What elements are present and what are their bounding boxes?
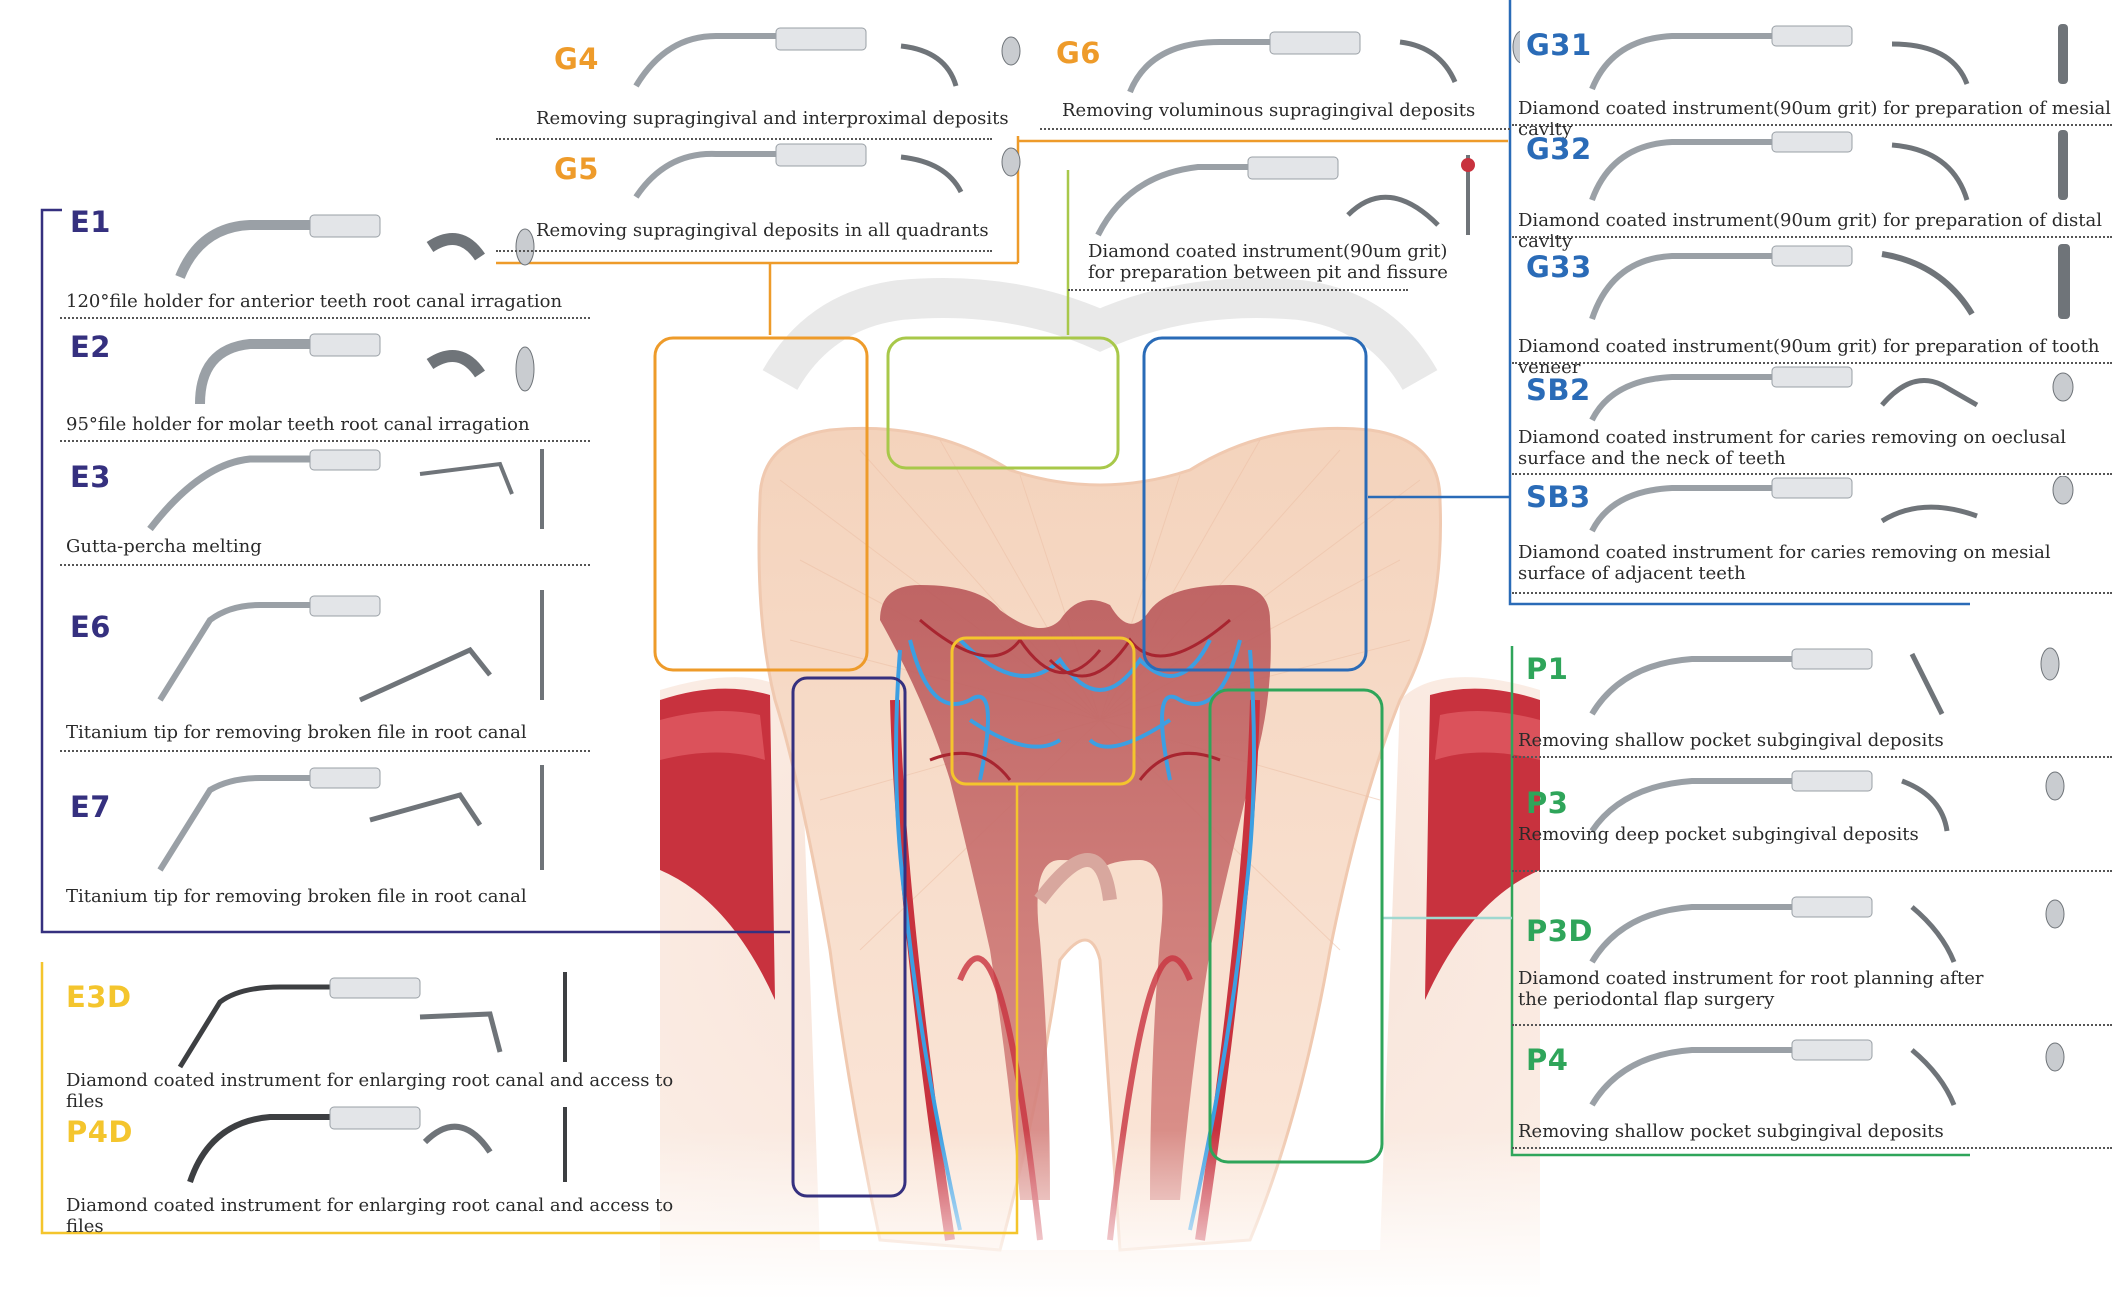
scaler-tip-icon [1589,244,2070,320]
scaler-tip-icon [157,765,544,872]
tip-description: Diamond coated instrument for caries rem… [1518,427,2067,469]
scaler-tip-icon [187,1106,567,1183]
tip-description: Removing deep pocket subgingival deposit… [1518,824,1919,845]
tip-code: E2 [70,330,111,364]
gum-left [660,688,775,1000]
zone-box-canal [950,636,1136,786]
tip-description: Diamond coated instrument for caries rem… [1518,542,2051,584]
scaler-tip-icon [633,27,1021,88]
connector-perio [1510,646,1970,1157]
scaler-tip-icon [1589,1039,2065,1107]
tip-code: SB3 [1526,480,1591,514]
scaler-tip-icon [1589,130,2068,202]
tip-code: E6 [70,610,111,644]
tip-code: E3 [70,460,111,494]
zone-box-pit [886,336,1120,470]
tip-code: G4 [554,42,599,76]
tip-code: E3D [66,980,132,1014]
zone-box-cavity [1142,336,1368,672]
zone-box-scaling [653,336,869,672]
scaler-tip-icon [1589,366,2074,422]
tip-code: E1 [70,205,111,239]
scaler-tip-icon [1589,476,2074,533]
tip-description: Diamond coated instrument for enlarging … [66,1195,674,1237]
zone-box-perio [1208,688,1384,1164]
tip-code: G33 [1526,250,1592,284]
tip-description: Diamond coated instrument for enlarging … [66,1070,674,1112]
scaler-tip-icon [633,143,1021,199]
scaler-tip-icon [1589,647,2060,716]
scaler-tip-icon [177,972,567,1069]
scaler-tip-icon [1589,896,2065,964]
tip-description: Removing supragingival deposits in all q… [536,220,989,241]
tip-code: G31 [1526,28,1592,62]
tip-code: SB2 [1526,373,1591,407]
scaler-tip-icon [1589,24,2068,91]
scaler-tip-icon [1127,30,1520,94]
scaler-tip-icon [157,590,544,703]
connector-diamond-canal [40,783,1019,1235]
tip-description: Gutta-percha melting [66,536,262,557]
tip-description: Titanium tip for removing broken file in… [66,886,527,907]
tip-code: P1 [1526,652,1569,686]
tip-description: Removing shallow pocket subgingival depo… [1518,730,1944,751]
scaler-tip-icon [195,333,535,405]
tip-code: P4 [1526,1043,1569,1077]
tip-code: P3 [1526,786,1569,820]
tip-description: Removing supragingival and interproximal… [536,108,1009,129]
tip-description: Diamond coated instrument for root plann… [1518,968,1984,1010]
scaler-tip-icon [175,214,535,279]
tip-description: 120°file holder for anterior teeth root … [66,291,563,312]
tip-description: Removing voluminous supragingival deposi… [1062,100,1476,121]
scaler-tip-icon [1589,770,2065,833]
tip-code: G32 [1526,132,1592,166]
scaler-tip-icon [1095,155,1475,237]
tip-description: 95°file holder for molar teeth root cana… [66,414,530,435]
tip-code: G6 [1056,36,1101,70]
zone-box-endo [791,676,907,1198]
tip-code: G5 [554,152,599,186]
connector-endo [40,208,790,934]
pulp-chamber [880,585,1271,1200]
scaler-tip-icon [147,449,544,532]
tip-code: P4D [66,1115,134,1149]
tip-description: Removing shallow pocket subgingival depo… [1518,1121,1944,1142]
tip-code: E7 [70,790,111,824]
tip-description: Titanium tip for removing broken file in… [66,722,527,743]
tip-code: P3D [1526,914,1594,948]
connector-cavity [1508,0,1970,606]
tip-description: Diamond coated instrument(90um grit) for… [1088,241,1448,283]
